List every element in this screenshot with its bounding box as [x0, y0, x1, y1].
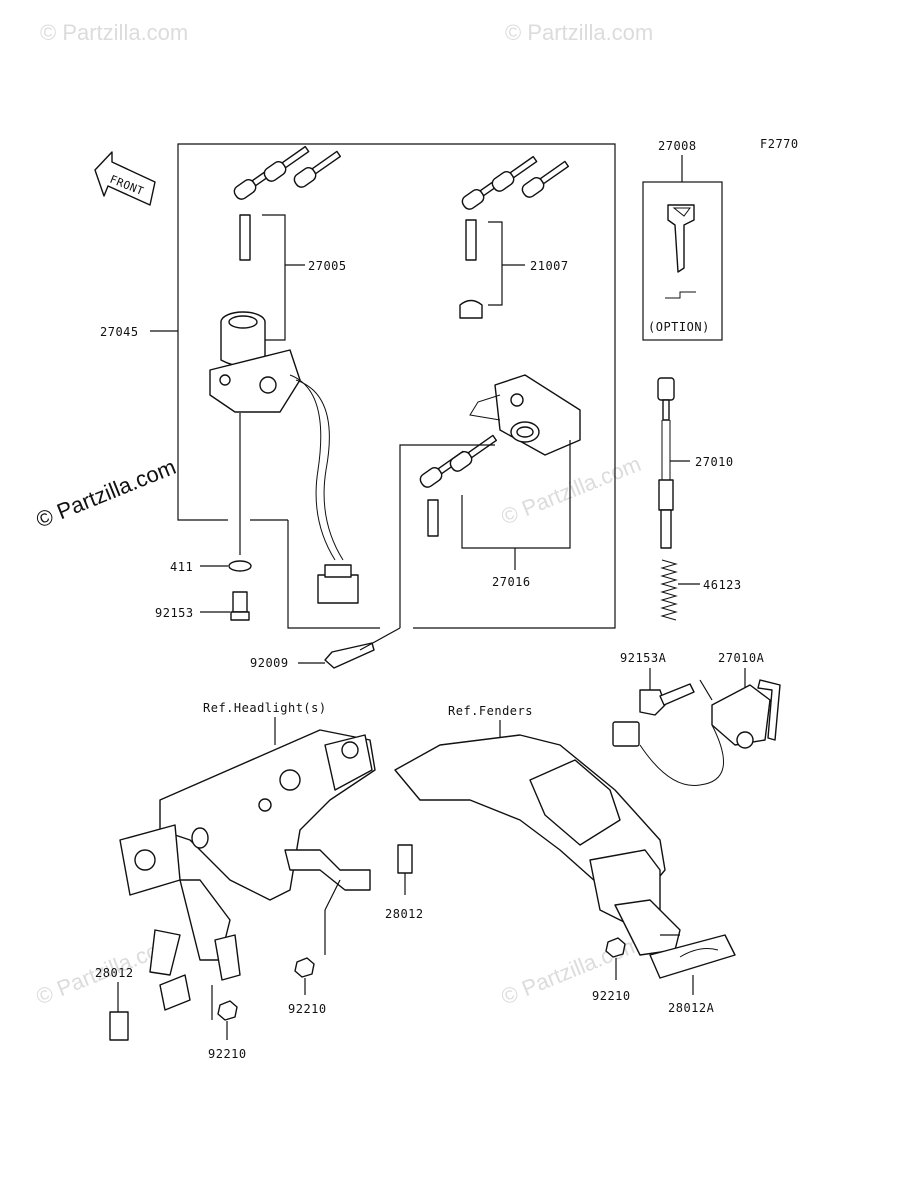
label-28012A: 28012A [649, 934, 736, 1015]
watermark-top-right: © Partzilla.com [505, 20, 653, 45]
callout-92153A: 92153A [620, 651, 667, 665]
callout-28012-right: 28012 [385, 907, 424, 921]
callout-27016: 27016 [492, 575, 531, 589]
callout-28012A: 28012A [668, 1001, 715, 1015]
headlight-bracket: Ref.Headlight(s) [119, 701, 376, 1020]
label-28012-right: 28012 [385, 844, 424, 921]
ref-headlight-label: Ref.Headlight(s) [203, 701, 327, 715]
bolt-92153A: 92153A [620, 651, 695, 716]
callout-21007: 21007 [530, 259, 569, 273]
seat-lock-27016: 27016 [399, 374, 581, 628]
callout-92153: 92153 [155, 606, 194, 620]
callout-46123: 46123 [703, 578, 742, 592]
ref-fenders-label: Ref.Fenders [448, 704, 533, 718]
label-28012-left: 28012 [95, 966, 134, 1041]
key-set-21007: 21007 [459, 155, 570, 319]
callout-92009: 92009 [250, 656, 289, 670]
callout-411: 411 [170, 560, 193, 574]
callout-27008: 27008 [658, 139, 697, 153]
callout-92210-mid: 92210 [288, 1002, 327, 1016]
rear-fender: Ref.Fenders [394, 704, 681, 956]
bolt-92153: 92153 [155, 591, 250, 621]
key-set-27005: 27005 [233, 145, 347, 341]
nut-92210-left: 92210 [208, 1000, 247, 1061]
callout-27005: 27005 [308, 259, 347, 273]
callout-27010A: 27010A [718, 651, 765, 665]
watermark-top-left: © Partzilla.com [40, 20, 188, 45]
figure-code: F2770 [760, 137, 799, 151]
callout-28012-left: 28012 [95, 966, 134, 980]
front-arrow-icon: FRONT [94, 151, 156, 206]
washer-411: 411 [170, 560, 252, 574]
ignition-switch [209, 311, 359, 604]
option-label: (OPTION) [648, 320, 710, 334]
nut-92210-right: 92210 [592, 937, 631, 1003]
switch-27010A: 27010A [612, 651, 781, 786]
spring-46123: 46123 [660, 559, 742, 621]
callout-92210-left: 92210 [208, 1047, 247, 1061]
watermark-main: © Partzilla.com [33, 454, 180, 533]
watermark-mid-right: © Partzilla.com [498, 451, 645, 530]
callout-92210-right: 92210 [592, 989, 631, 1003]
nut-92210-mid: 92210 [288, 957, 327, 1016]
screw-92009: 92009 [250, 627, 401, 670]
ignition-assembly-box [177, 143, 616, 629]
callout-27010: 27010 [695, 455, 734, 469]
callout-27045: 27045 [100, 325, 139, 339]
switch-27010: 27010 [657, 377, 734, 549]
option-key-27008: 27008 (OPTION) [642, 139, 723, 341]
